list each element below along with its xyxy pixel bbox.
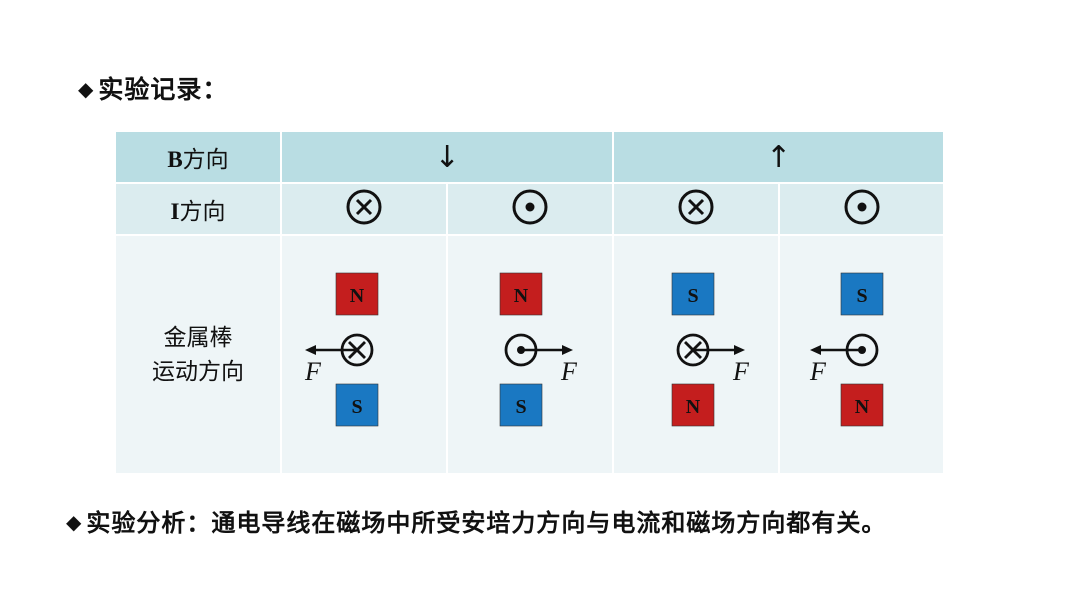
b-row-label: B方向	[114, 130, 282, 184]
i-label-text: 方向	[179, 199, 226, 225]
pole-label: N	[514, 285, 529, 307]
force-arrow-left-icon	[810, 345, 863, 355]
i-row-label: I方向	[114, 182, 282, 236]
motion-row-label: 金属棒 运动方向	[114, 234, 282, 475]
pole-label: S	[856, 285, 867, 307]
b-direction-row: B方向 ↓ ↑	[114, 130, 946, 184]
force-diagram: N S F	[499, 272, 578, 427]
pole-label: N	[855, 396, 870, 418]
i-cell	[280, 182, 448, 236]
i-cell	[445, 182, 615, 236]
motion-cell: S N F	[612, 234, 781, 475]
pole-label: N	[350, 285, 365, 307]
pole-label: S	[351, 396, 362, 418]
south-pole-magnet: S	[671, 272, 715, 316]
diamond-bullet-icon: ◆	[78, 77, 95, 101]
force-label: F	[560, 357, 578, 386]
force-label: F	[732, 357, 750, 386]
current-out-of-page-icon	[844, 189, 880, 225]
motion-label-line1: 金属棒	[163, 324, 233, 351]
i-cell	[778, 182, 946, 236]
arrow-down-icon: ↓	[434, 139, 460, 175]
motion-direction-row: 金属棒 运动方向 N S F N S F S N F S N F	[114, 234, 946, 475]
arrow-up-icon: ↑	[765, 139, 792, 175]
force-arrow-left-icon	[305, 345, 357, 355]
motion-label-line2: 运动方向	[152, 358, 244, 385]
south-pole-magnet: S	[499, 383, 543, 427]
current-out-of-page-icon	[512, 189, 548, 225]
b-label-text: 方向	[182, 147, 229, 173]
heading-text: 实验记录：	[98, 75, 229, 104]
north-pole-magnet: N	[840, 383, 884, 427]
force-arrow-right-icon	[693, 345, 746, 355]
analysis-text: 实验分析：通电导线在磁场中所受安培力方向与电流和磁场方向都有关。	[86, 509, 887, 537]
force-diagram: S N F	[671, 272, 750, 427]
b-direction-down-cell: ↓	[279, 130, 615, 184]
current-into-page-icon	[346, 189, 382, 225]
force-arrow-right-icon	[521, 345, 573, 355]
south-pole-magnet: S	[335, 383, 379, 427]
section-heading-record: ◆实验记录：	[78, 70, 228, 106]
i-direction-row: I方向	[114, 182, 946, 236]
pole-label: S	[687, 285, 698, 307]
pole-label: S	[515, 396, 526, 418]
pole-label: N	[686, 396, 701, 418]
motion-cell: N S F	[280, 234, 448, 475]
force-diagram: S N F	[809, 272, 884, 427]
south-pole-magnet: S	[840, 272, 884, 316]
force-diagram: N S F	[304, 272, 379, 427]
i-letter: I	[170, 199, 180, 224]
b-direction-up-cell: ↑	[612, 130, 946, 184]
section-analysis: ◆实验分析：通电导线在磁场中所受安培力方向与电流和磁场方向都有关。	[66, 503, 886, 538]
force-label: F	[304, 357, 322, 386]
motion-cell: S N F	[778, 234, 946, 475]
diamond-bullet-icon: ◆	[66, 510, 83, 534]
b-letter: B	[167, 147, 183, 172]
north-pole-magnet: N	[671, 383, 715, 427]
i-cell	[612, 182, 781, 236]
force-label: F	[809, 357, 827, 386]
motion-cell: N S F	[445, 234, 615, 475]
current-into-page-icon	[678, 189, 714, 225]
north-pole-magnet: N	[499, 272, 543, 316]
north-pole-magnet: N	[335, 272, 379, 316]
